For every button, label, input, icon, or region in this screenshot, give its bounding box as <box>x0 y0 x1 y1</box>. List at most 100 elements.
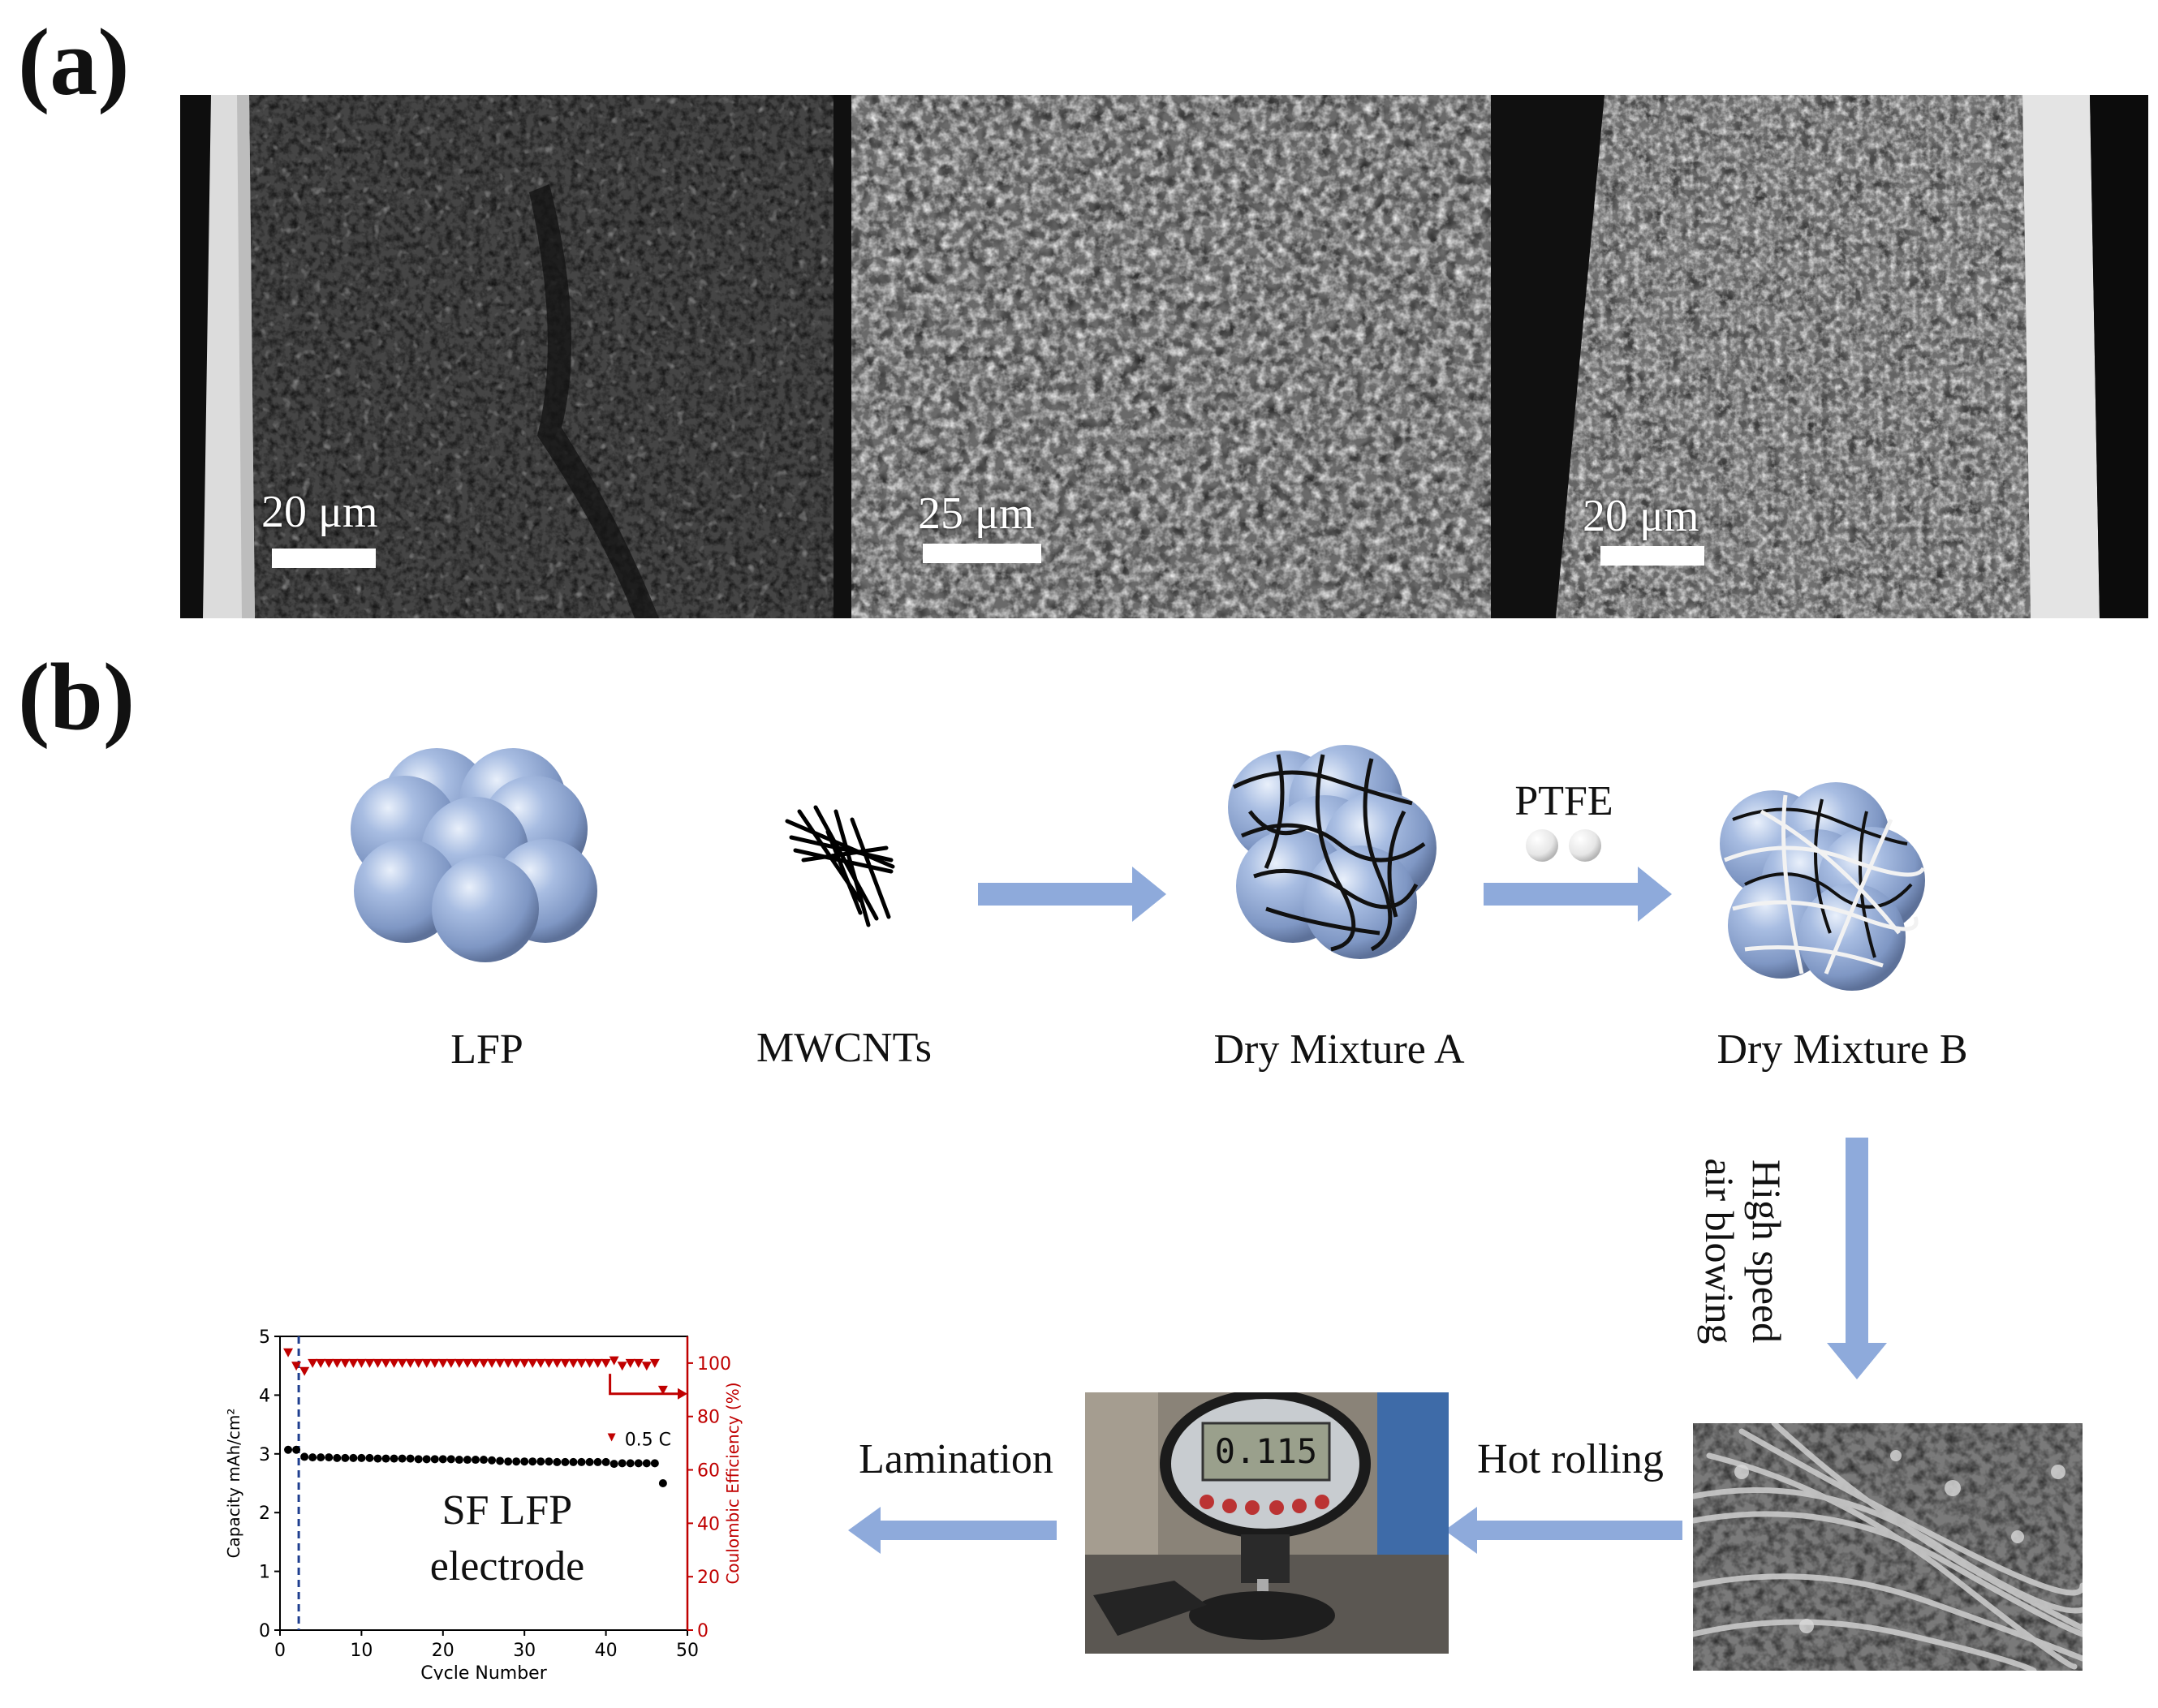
capacity-point <box>390 1454 398 1463</box>
efficiency-point <box>503 1358 514 1368</box>
gauge-reading: 0.115 <box>1214 1431 1318 1471</box>
efficiency-point <box>299 1366 310 1376</box>
dry-mixture-a-label: Dry Mixture A <box>1213 1026 1465 1073</box>
efficiency-point <box>470 1358 480 1368</box>
capacity-point <box>414 1455 423 1464</box>
mwcnts-bundle-icon <box>785 805 895 927</box>
y-left-tick-label: 0 <box>259 1621 270 1641</box>
capacity-point <box>365 1453 374 1462</box>
scale-bar-1 <box>272 549 376 568</box>
efficiency-point <box>584 1358 595 1368</box>
efficiency-point <box>397 1358 407 1368</box>
y-right-tick-label: 40 <box>697 1514 720 1534</box>
efficiency-point <box>649 1358 660 1368</box>
x-tick-label: 50 <box>676 1641 699 1661</box>
efficiency-point <box>348 1358 359 1368</box>
arrow-down-icon <box>1827 1138 1887 1379</box>
capacity-point <box>300 1452 309 1461</box>
scale-label-2: 25 μm <box>918 488 1035 539</box>
capacity-point <box>618 1459 627 1468</box>
efficiency-point <box>429 1358 440 1368</box>
capacity-point <box>569 1457 578 1466</box>
capacity-point <box>593 1457 602 1466</box>
capacity-point <box>626 1459 635 1468</box>
efficiency-point <box>381 1358 391 1368</box>
air-blowing-line1: High speed <box>1744 1159 1790 1344</box>
capacity-point <box>520 1457 529 1466</box>
efficiency-point <box>592 1358 603 1368</box>
capacity-point <box>504 1457 513 1466</box>
efficiency-point <box>641 1362 652 1371</box>
capacity-point <box>454 1456 463 1465</box>
capacity-point <box>317 1453 325 1462</box>
dry-mixture-a-icon <box>1228 745 1437 959</box>
efficiency-point <box>560 1358 571 1368</box>
efficiency-point <box>413 1358 424 1368</box>
air-blowing-label: High speed air blowing <box>1693 1138 1794 1365</box>
capacity-point <box>634 1459 643 1468</box>
thickness-gauge-photo: 0.115 <box>1085 1392 1449 1654</box>
scale-label-3: 20 μm <box>1583 491 1699 541</box>
capacity-point <box>349 1453 358 1462</box>
capacity-point <box>308 1453 317 1462</box>
ptfe-ball-icon <box>1526 829 1558 862</box>
capacity-point <box>357 1453 366 1462</box>
sem-image-1: 20 μm <box>180 95 833 618</box>
rate-label: 0.5 C <box>625 1431 671 1451</box>
x-tick-label: 0 <box>274 1641 286 1661</box>
panel-b-label: (b) <box>18 643 136 750</box>
capacity-point <box>430 1455 439 1464</box>
capacity-point <box>333 1453 342 1462</box>
efficiency-point <box>340 1358 351 1368</box>
capacity-point <box>545 1457 553 1466</box>
y-right-axis-label: Coulombic Efficiency (%) <box>723 1382 743 1584</box>
y-left-tick-label: 5 <box>259 1327 270 1348</box>
capacity-point <box>512 1457 521 1466</box>
capacity-point <box>601 1457 610 1466</box>
y-left-tick-label: 1 <box>259 1563 270 1583</box>
capacity-point <box>553 1457 562 1466</box>
efficiency-point <box>576 1358 587 1368</box>
air-blowing-line2: air blowing <box>1697 1158 1742 1344</box>
efficiency-point <box>657 1385 668 1395</box>
capacity-point <box>373 1454 382 1463</box>
efficiency-point <box>479 1358 489 1368</box>
dry-mixture-b-label: Dry Mixture B <box>1716 1026 1968 1073</box>
efficiency-point <box>405 1358 416 1368</box>
capacity-point <box>325 1453 334 1462</box>
efficiency-point <box>373 1358 383 1368</box>
y-left-axis-label: Capacity mAh/cm² <box>224 1409 243 1559</box>
capacity-point <box>658 1479 667 1487</box>
mwcnts-label: MWCNTs <box>756 1025 932 1071</box>
capacity-point <box>488 1456 497 1465</box>
efficiency-point <box>389 1358 399 1368</box>
efficiency-point <box>609 1356 619 1366</box>
efficiency-point <box>308 1358 318 1368</box>
efficiency-point <box>617 1362 627 1371</box>
y-left-tick-label: 3 <box>259 1445 270 1465</box>
lfp-label: LFP <box>450 1026 523 1073</box>
efficiency-point <box>462 1358 472 1368</box>
capacity-point <box>381 1454 390 1463</box>
y-left-tick-label: 4 <box>259 1386 270 1406</box>
capacity-point <box>480 1456 488 1465</box>
capacity-point <box>528 1457 537 1466</box>
y-right-tick-label: 100 <box>697 1354 731 1375</box>
scale-label-1: 20 μm <box>261 487 378 537</box>
efficiency-point <box>601 1358 611 1368</box>
ptfe-label: PTFE <box>1514 778 1613 824</box>
lamination-label: Lamination <box>859 1436 1053 1482</box>
efficiency-point <box>421 1358 432 1368</box>
capacity-point <box>561 1457 570 1466</box>
efficiency-point <box>528 1358 538 1368</box>
rate-marker-point <box>607 1433 616 1442</box>
capacity-point <box>496 1456 505 1465</box>
capacity-point <box>536 1457 545 1466</box>
capacity-point <box>609 1460 618 1469</box>
arrow-left-1-icon <box>1445 1507 1682 1554</box>
panel-a-label: (a) <box>18 9 130 115</box>
capacity-point <box>406 1454 415 1463</box>
efficiency-point <box>511 1358 522 1368</box>
efficiency-point <box>437 1358 448 1368</box>
